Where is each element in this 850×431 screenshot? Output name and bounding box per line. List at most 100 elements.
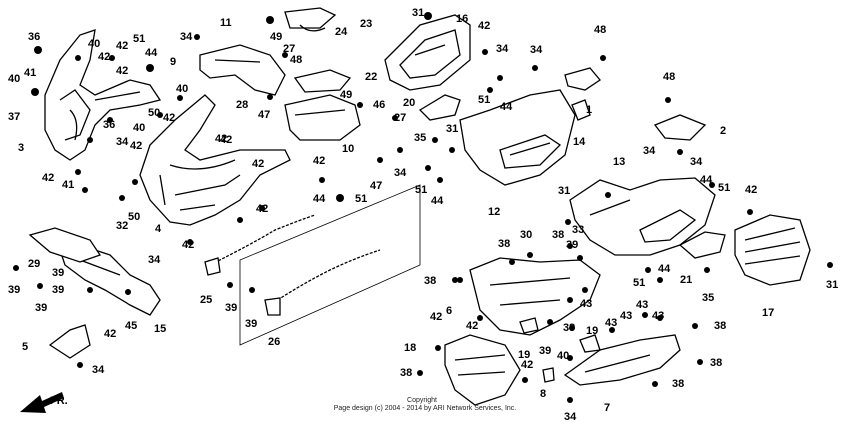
callout-39: 39 <box>52 267 64 279</box>
part-1-bracket <box>564 67 601 121</box>
callout-42: 42 <box>478 20 490 32</box>
callout-38: 38 <box>424 275 436 287</box>
callout-35: 35 <box>414 132 426 144</box>
part-25-cable <box>204 214 316 276</box>
callout-42: 42 <box>42 172 54 184</box>
callout-36: 36 <box>103 119 115 131</box>
part-8-clip <box>542 367 555 383</box>
callout-37: 37 <box>8 111 20 123</box>
callout-42: 42 <box>116 65 128 77</box>
callout-47: 47 <box>370 180 382 192</box>
callout-40: 40 <box>88 38 100 50</box>
callout-31: 31 <box>826 279 838 291</box>
callout-42: 42 <box>430 311 442 323</box>
front-direction-label: FR. <box>50 395 68 407</box>
callout-11: 11 <box>220 17 232 29</box>
callout-34: 34 <box>690 156 703 168</box>
callout-49: 49 <box>340 89 352 101</box>
callout-19: 19 <box>518 349 530 361</box>
callout-39: 39 <box>539 345 551 357</box>
callout-43: 43 <box>652 310 664 322</box>
part-17-grille <box>734 214 811 286</box>
callout-42: 42 <box>745 184 757 196</box>
callout-42: 42 <box>252 158 264 170</box>
callout-51: 51 <box>355 193 367 205</box>
callout-42: 42 <box>215 133 227 145</box>
callout-44: 44 <box>500 101 513 113</box>
callout-31: 31 <box>446 123 458 135</box>
callout-46: 46 <box>373 99 385 111</box>
callout-43: 43 <box>605 317 617 329</box>
callout-38: 38 <box>710 357 722 369</box>
callout-34: 34 <box>180 31 193 43</box>
callout-39: 39 <box>52 284 64 296</box>
callout-8: 8 <box>540 388 546 400</box>
callout-44: 44 <box>658 263 671 275</box>
callout-40: 40 <box>8 73 20 85</box>
callout-15: 15 <box>154 323 166 335</box>
callout-22: 22 <box>365 71 377 83</box>
callout-42: 42 <box>521 359 533 371</box>
part-26-cable <box>264 249 381 316</box>
part-18-lower-panel <box>444 334 521 406</box>
callout-38: 38 <box>498 238 510 250</box>
callout-17: 17 <box>762 307 774 319</box>
callout-25: 25 <box>200 294 212 306</box>
callout-21: 21 <box>680 274 692 286</box>
callout-42: 42 <box>98 51 110 63</box>
callout-42: 42 <box>163 112 175 124</box>
callout-38: 38 <box>672 378 684 390</box>
callout-39: 39 <box>225 302 237 314</box>
callout-5: 5 <box>22 341 28 353</box>
part-12-center-panel <box>459 89 576 186</box>
callout-43: 43 <box>620 310 632 322</box>
callout-2: 2 <box>720 125 726 137</box>
callout-34: 34 <box>92 364 105 376</box>
callout-10: 10 <box>342 143 354 155</box>
front-direction-arrow <box>20 392 64 413</box>
part-4-fairing-panel <box>139 94 291 226</box>
callout-36: 36 <box>28 31 40 43</box>
hardware-fasteners <box>13 12 833 403</box>
callout-12: 12 <box>488 206 500 218</box>
callout-31: 31 <box>412 7 424 19</box>
callout-42: 42 <box>182 239 194 251</box>
callout-28: 28 <box>236 99 248 111</box>
part-21-panel <box>678 231 726 259</box>
callout-51: 51 <box>718 182 730 194</box>
callout-51: 51 <box>133 33 145 45</box>
callout-35: 35 <box>702 292 714 304</box>
part-20-duct <box>418 94 461 121</box>
callout-38: 38 <box>714 320 726 332</box>
callout-42: 42 <box>256 203 268 215</box>
part-15-inner-fender <box>59 244 161 316</box>
callout-42: 42 <box>130 140 142 152</box>
callout-40: 40 <box>176 83 188 95</box>
part-29-bracket <box>28 227 102 263</box>
callout-34: 34 <box>116 136 129 148</box>
callout-19: 19 <box>586 325 598 337</box>
callout-51: 51 <box>415 184 427 196</box>
callout-34: 34 <box>394 167 407 179</box>
callout-50: 50 <box>128 211 140 223</box>
callout-18: 18 <box>404 342 416 354</box>
callout-24: 24 <box>335 26 348 38</box>
callout-3: 3 <box>18 142 24 154</box>
callout-38: 38 <box>552 229 564 241</box>
callout-44: 44 <box>700 174 713 186</box>
callout-20: 20 <box>403 97 415 109</box>
callout-39: 39 <box>566 239 578 251</box>
part-6-lower-cowl <box>469 257 601 336</box>
callout-38: 38 <box>400 367 412 379</box>
callout-34: 34 <box>564 411 577 423</box>
callout-42: 42 <box>104 328 116 340</box>
callout-44: 44 <box>313 193 326 205</box>
callout-34: 34 <box>643 145 656 157</box>
callout-48: 48 <box>594 24 606 36</box>
callout-45: 45 <box>125 320 137 332</box>
callout-41: 41 <box>62 179 74 191</box>
callout-23: 23 <box>360 18 372 30</box>
